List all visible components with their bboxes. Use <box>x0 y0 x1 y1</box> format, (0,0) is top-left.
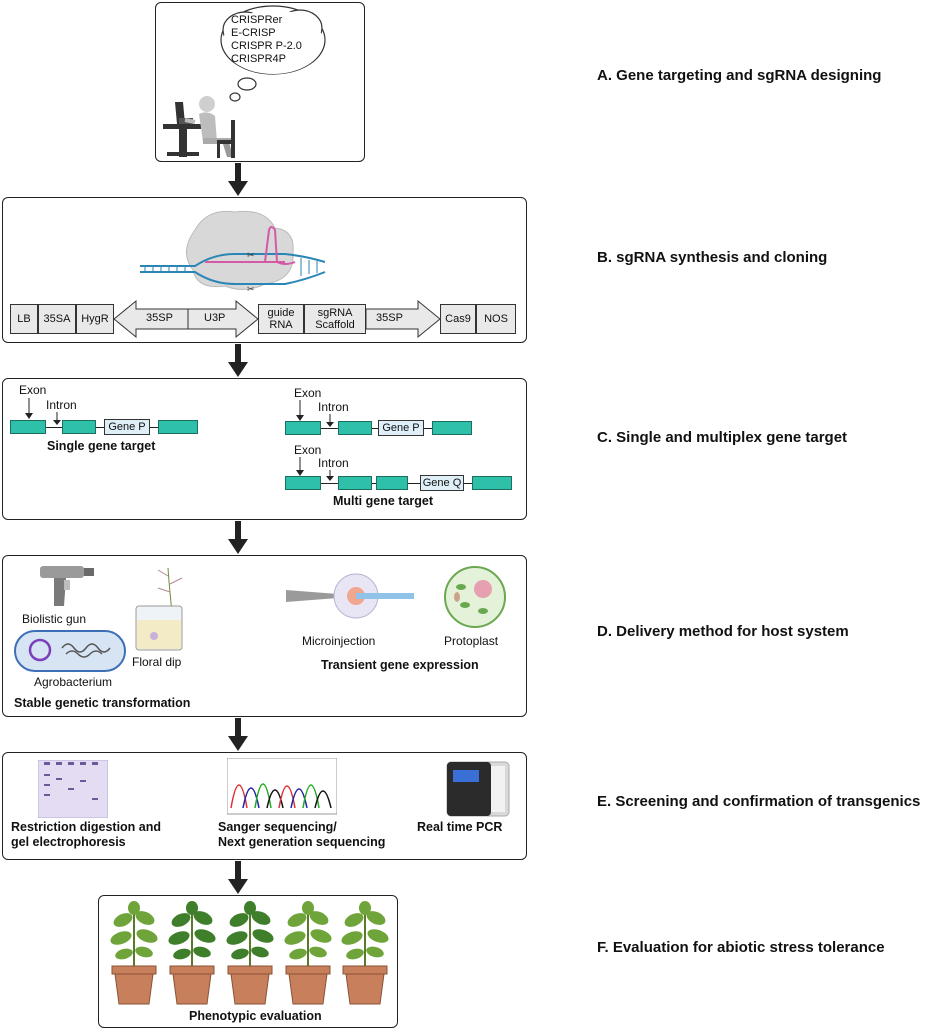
tool-item: CRISPR P-2.0 <box>231 40 302 52</box>
exon-block <box>338 476 372 490</box>
intron-label: Intron <box>318 456 349 470</box>
intron-pointer-arrow <box>326 414 334 427</box>
single-gene-title: Single gene target <box>47 439 156 453</box>
sequencing-label-line1: Sanger sequencing/ <box>218 820 337 834</box>
potted-plant-icon <box>110 901 158 1005</box>
gel-electrophoresis-icon <box>38 760 108 818</box>
exon-block <box>62 420 96 434</box>
exon-block <box>285 476 321 490</box>
potted-plant-icon <box>284 901 332 1005</box>
biolistic-gun-icon <box>40 566 94 606</box>
exon-pointer-arrow <box>296 400 304 421</box>
intron-label: Intron <box>318 400 349 414</box>
down-arrow-icon <box>228 861 248 894</box>
exon-label: Exon <box>19 383 47 397</box>
gel-label-line1: Restriction digestion and <box>11 820 162 834</box>
exon-block <box>432 421 472 435</box>
step-a-label: A. Gene targeting and sgRNA designing <box>597 67 882 84</box>
panel-c <box>2 378 527 520</box>
cassette-hygr: HygR <box>76 304 114 334</box>
cassette-sgrna-scaffold: sgRNA Scaffold <box>304 304 366 334</box>
phenotypic-evaluation-title: Phenotypic evaluation <box>189 1009 322 1023</box>
cassette-35sp-right: 35SP <box>376 312 403 324</box>
sequencing-label-line2: Next generation sequencing <box>218 835 386 849</box>
promoter-arrow-35sp-right <box>366 299 440 339</box>
agrobacterium-label: Agrobacterium <box>34 675 113 689</box>
sequencing-chromatogram-icon <box>227 758 337 815</box>
exon-block <box>10 420 46 434</box>
svg-text:✂: ✂ <box>247 250 255 260</box>
step-b-label: B. sgRNA synthesis and cloning <box>597 249 828 266</box>
cassette-lb: LB <box>10 304 38 334</box>
multi-gene-title: Multi gene target <box>333 494 434 508</box>
intron-pointer-arrow <box>326 470 334 481</box>
exon-block <box>285 421 321 435</box>
tool-item: CRISPR4P <box>231 53 287 65</box>
cassette-nos: NOS <box>476 304 516 334</box>
cassette-35sp-left: 35SP <box>146 312 173 324</box>
svg-text:✂: ✂ <box>247 284 255 294</box>
protoplast-icon <box>444 566 506 628</box>
potted-plant-icon <box>341 901 389 1005</box>
tool-list: CRISPRer E-CRISP CRISPR P-2.0 CRISPR4P <box>231 14 302 66</box>
step-f-label: F. Evaluation for abiotic stress toleran… <box>597 939 885 956</box>
cassette-u3p: U3P <box>204 312 226 324</box>
cassette-guide-rna: guide RNA <box>258 304 304 334</box>
cassette-35sa: 35SA <box>38 304 76 334</box>
gel-label-line2: gel electrophoresis <box>11 835 126 849</box>
cas9-dna-complex-illustration: ✂ ✂ <box>140 210 326 294</box>
exon-label: Exon <box>294 386 322 400</box>
intron-pointer-arrow <box>53 412 61 425</box>
gene-p-box: Gene P <box>378 420 424 436</box>
cassette-cas9: Cas9 <box>440 304 476 334</box>
microinjection-label: Microinjection <box>302 634 376 648</box>
transient-expression-title: Transient gene expression <box>321 658 479 672</box>
exon-pointer-arrow <box>25 398 33 419</box>
potted-plant-icon <box>226 901 274 1005</box>
gene-q-box: Gene Q <box>420 475 464 491</box>
down-arrow-icon <box>228 521 248 554</box>
down-arrow-icon <box>228 344 248 377</box>
down-arrow-icon <box>228 718 248 751</box>
intron-label: Intron <box>46 398 77 412</box>
gene-backbone <box>45 427 160 428</box>
protoplast-label: Protoplast <box>444 634 499 648</box>
exon-block <box>158 420 198 434</box>
potted-plant-icon <box>168 901 216 1005</box>
exon-block <box>376 476 408 490</box>
biolistic-gun-label: Biolistic gun <box>22 612 87 626</box>
step-c-label: C. Single and multiplex gene target <box>597 429 848 446</box>
exon-label: Exon <box>294 443 322 457</box>
computer-user-illustration <box>163 5 326 158</box>
exon-block <box>338 421 372 435</box>
tool-item: E-CRISP <box>231 27 276 39</box>
floral-dip-label: Floral dip <box>132 655 182 669</box>
promoter-arrow-right <box>188 299 258 339</box>
gene-p-box: Gene P <box>104 419 150 435</box>
exon-block <box>472 476 512 490</box>
step-d-label: D. Delivery method for host system <box>597 623 849 640</box>
agrobacterium-icon <box>14 630 126 672</box>
down-arrow-icon <box>228 163 248 196</box>
tool-item: CRISPRer <box>231 14 283 26</box>
stable-transformation-title: Stable genetic transformation <box>14 696 191 710</box>
promoter-arrow-left <box>114 299 188 339</box>
floral-dip-beaker-icon <box>135 567 183 651</box>
real-time-pcr-machine-icon <box>446 761 510 817</box>
microinjection-icon <box>286 573 414 619</box>
exon-pointer-arrow <box>296 457 304 476</box>
pcr-label: Real time PCR <box>417 820 503 834</box>
step-e-label: E. Screening and confirmation of transge… <box>597 793 921 810</box>
